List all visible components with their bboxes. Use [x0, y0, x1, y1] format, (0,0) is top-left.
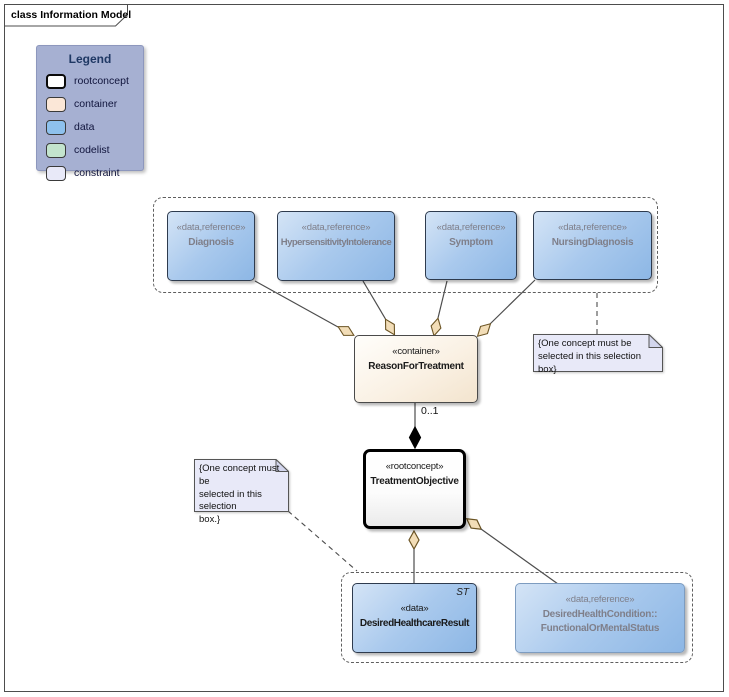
legend-item-constraint: constraint [46, 165, 143, 181]
connector-diagnosis-reason [254, 280, 339, 328]
connector-symptom-reason [437, 280, 448, 319]
selection-box-top [153, 197, 658, 293]
connector-nursing-reason [489, 279, 536, 325]
legend-item-data: data [46, 119, 143, 135]
class-name: NursingDiagnosis [551, 237, 634, 248]
connector-reason-treatment [408, 403, 422, 450]
note-shape [194, 459, 289, 512]
class-nursingdiagnosis[interactable]: «data,reference» NursingDiagnosis [533, 211, 652, 280]
class-diagnosis[interactable]: «data,reference» Diagnosis [167, 211, 255, 281]
codelist-swatch [46, 142, 66, 158]
legend-item-rootconcept: rootconcept [46, 73, 143, 89]
legend-item-container: container [46, 96, 143, 112]
stereotype: «data,reference» [436, 222, 506, 233]
connector-treatment-functional [465, 518, 559, 585]
st-tag: ST [456, 587, 469, 598]
stereotype: «data,reference» [176, 222, 246, 233]
class-name: Diagnosis [188, 237, 234, 248]
connector-hypersensitivity-reason [362, 280, 387, 320]
diagram-frame [4, 4, 724, 692]
stereotype: «rootconcept» [385, 461, 444, 472]
class-treatmentobjective[interactable]: «rootconcept» TreatmentObjective [363, 449, 466, 529]
class-hypersensitivityintolerance[interactable]: «data,reference» HypersensitivityIntoler… [277, 211, 395, 281]
composition-diamond [408, 425, 422, 450]
class-name: HypersensitivityIntolerance [280, 237, 392, 248]
class-name: DesiredHealthcareResult [359, 618, 470, 629]
class-desiredhealthcareresult[interactable]: ST «data» DesiredHealthcareResult [352, 583, 477, 653]
note-text: {One concept must be selected in this se… [538, 338, 641, 375]
stereotype: «data,reference» [301, 222, 371, 233]
aggregation-diamonds-reason [337, 317, 492, 338]
stereotype: «data,reference» [558, 222, 627, 233]
legend-item-codelist: codelist [46, 142, 143, 158]
class-name: TreatmentObjective [370, 476, 459, 487]
class-name: ReasonForTreatment [368, 361, 464, 372]
notelink-left [287, 510, 358, 572]
data-swatch [46, 119, 66, 135]
legend[interactable]: Legend rootconcept container data codeli… [36, 45, 144, 181]
rootconcept-swatch [46, 73, 66, 89]
frame-title: class Information Model [11, 9, 132, 21]
multiplicity-label: 0..1 [421, 405, 439, 417]
note-text: {One concept must be selected in this se… [199, 463, 280, 526]
class-desiredhealthcondition-functionalormentalstatus[interactable]: «data,reference» DesiredHealthCondition:… [515, 583, 685, 653]
constraint-swatch [46, 165, 66, 181]
class-name: DesiredHealthCondition:: FunctionalOrMen… [540, 609, 660, 634]
class-reasonfortreatment[interactable]: «container» ReasonForTreatment [354, 335, 478, 403]
container-swatch [46, 96, 66, 112]
stereotype: «container» [392, 346, 440, 357]
class-name: Symptom [449, 237, 493, 248]
connector-treatment-desired [408, 529, 420, 583]
frame-tab [4, 4, 128, 27]
stereotype: «data,reference» [565, 594, 635, 605]
note-selection-box-bottom[interactable]: {One concept must be selected in this se… [194, 459, 289, 525]
note-selection-box-top[interactable]: {One concept must be selected in this se… [533, 334, 663, 375]
class-symptom[interactable]: «data,reference» Symptom [425, 211, 517, 280]
stereotype: «data» [400, 603, 429, 614]
selection-box-bottom [341, 572, 693, 663]
legend-title: Legend [68, 52, 112, 66]
note-shape [533, 334, 663, 372]
